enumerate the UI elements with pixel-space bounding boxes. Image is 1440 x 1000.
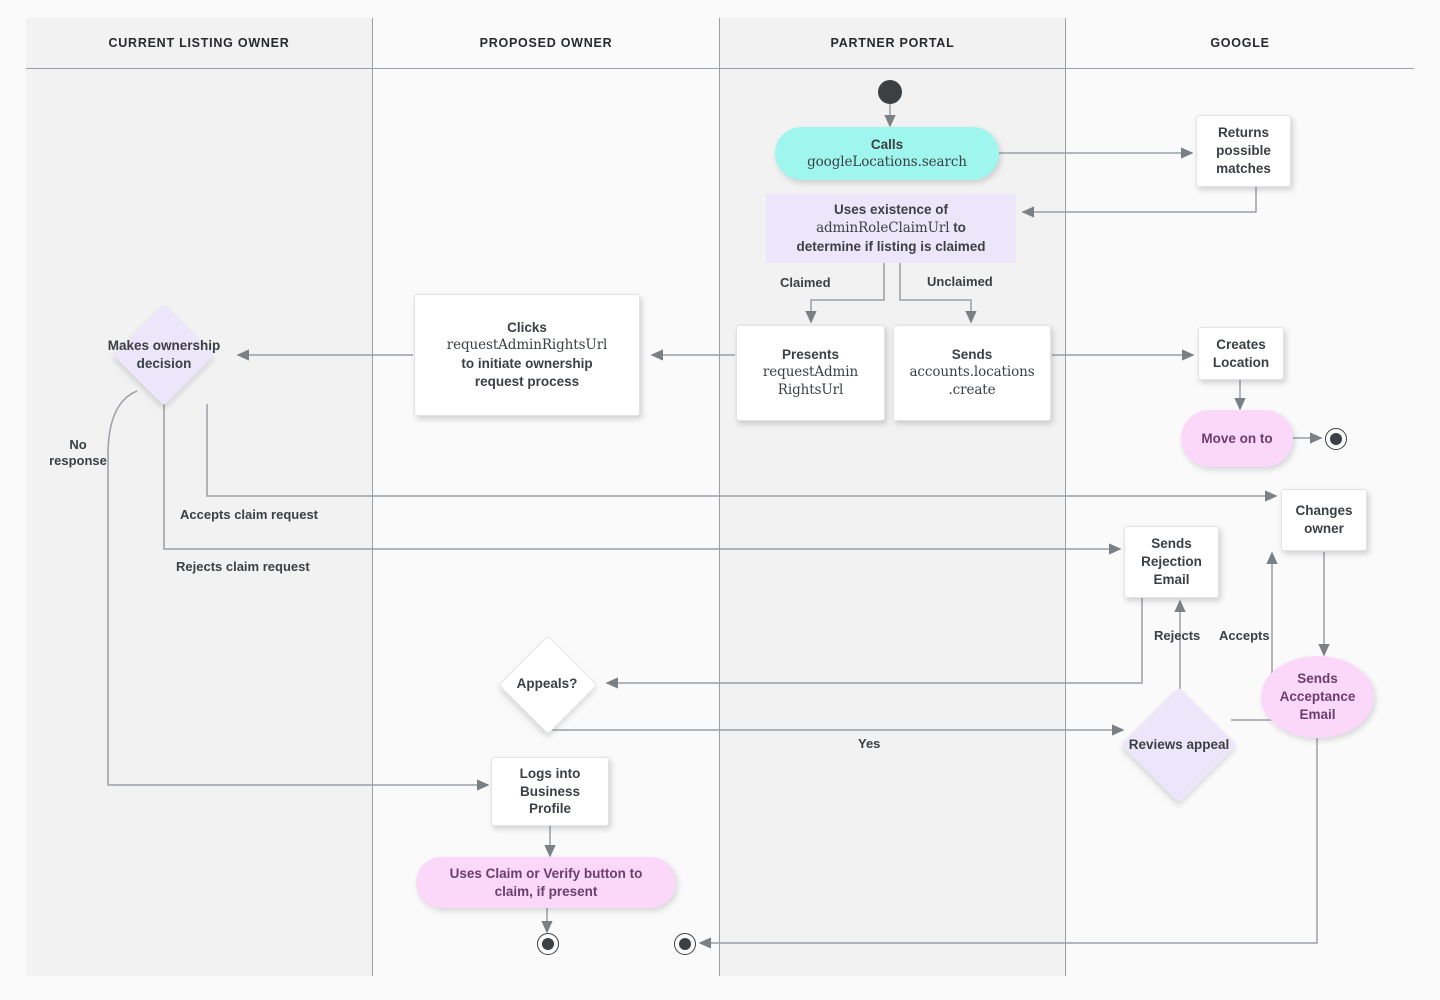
node-line-3-mono: .create xyxy=(948,381,996,398)
edge-label-no-response-line1: No xyxy=(69,437,87,452)
node-sends-accounts-locations-create[interactable]: Sends accounts.locations .create xyxy=(893,325,1051,421)
node-uses-claim-or-verify-button[interactable]: Uses Claim or Verify button to claim, if… xyxy=(416,857,676,908)
edge-uses-to-presents xyxy=(805,262,885,324)
node-makes-ownership-decision[interactable]: Makes ownership decision xyxy=(108,304,220,406)
lane-header-label: PROPOSED OWNER xyxy=(479,36,613,50)
node-line-1: Calls xyxy=(870,136,904,152)
node-line-2-mono: googleLocations.search xyxy=(807,153,967,170)
node-line-4: request process xyxy=(474,373,580,389)
edge-uses-to-sends-create xyxy=(899,262,977,324)
end-node-partner xyxy=(674,933,696,955)
end-node-proposed xyxy=(537,933,559,955)
edge-rejectionemail-to-appeals xyxy=(605,597,1143,689)
edge-label-no-response: No response xyxy=(40,437,116,470)
node-clicks-requestadminrightsurl[interactable]: Clicks requestAdminRightsUrl to initiate… xyxy=(414,294,640,416)
node-label: Logs into Business Profile xyxy=(519,765,581,817)
node-presents-requestadminrightsurl[interactable]: Presents requestAdmin RightsUrl xyxy=(736,325,885,421)
lane-header-label: CURRENT LISTING OWNER xyxy=(108,36,290,50)
end-node-inner xyxy=(679,938,691,950)
diamond-shape xyxy=(1121,687,1237,803)
edge-decision-accepts-to-changesowner xyxy=(206,404,1278,502)
node-uses-existence-of-adminroleclaimurl[interactable]: Uses existence of adminRoleClaimUrl to d… xyxy=(766,194,1016,263)
edge-label-yes: Yes xyxy=(858,736,881,751)
node-reviews-appeal[interactable]: Reviews appeal xyxy=(1121,687,1237,803)
node-appeals[interactable]: Appeals? xyxy=(498,635,598,735)
edge-decision-rejects-to-rejectionemail xyxy=(163,404,1122,555)
lane-body-current-listing-owner xyxy=(26,69,373,976)
node-line-2-mono: requestAdmin xyxy=(762,364,859,381)
edge-appeals-yes-to-reviewsappeal xyxy=(546,716,1125,736)
node-label: Move on to xyxy=(1201,430,1273,446)
node-line-1: Clicks xyxy=(507,320,547,336)
end-node-inner xyxy=(1330,433,1342,445)
edge-acceptanceemail-to-end-partner xyxy=(698,738,1318,949)
edge-label-no-response-line2: response xyxy=(49,453,107,469)
edge-label-rejects-claim-request: Rejects claim request xyxy=(176,559,310,574)
node-label: Sends Acceptance Email xyxy=(1279,671,1356,722)
node-line-3: to initiate ownership xyxy=(461,356,593,371)
node-line-2-mono: adminRoleClaimUrl xyxy=(816,220,950,237)
lane-header-google: GOOGLE xyxy=(1066,18,1414,69)
node-returns-possible-matches[interactable]: Returns possible matches xyxy=(1196,115,1291,187)
start-node xyxy=(878,80,902,104)
node-line-2-mono: accounts.locations xyxy=(909,364,1035,381)
node-changes-owner[interactable]: Changes owner xyxy=(1281,489,1367,551)
node-label: Creates Location xyxy=(1212,336,1270,370)
node-label: Uses Claim or Verify button to claim, if… xyxy=(449,865,643,899)
lane-header-label: GOOGLE xyxy=(1210,36,1270,50)
node-line-3-mono: RightsUrl xyxy=(777,381,844,398)
node-line-3: determine if listing is claimed xyxy=(796,238,986,254)
node-move-on-to[interactable]: Move on to xyxy=(1181,410,1293,467)
edge-label-claimed: Claimed xyxy=(780,275,831,290)
diamond-shape xyxy=(113,304,215,406)
node-label: Changes owner xyxy=(1295,503,1353,536)
node-line-1: Sends xyxy=(951,347,993,363)
node-line-1: Presents xyxy=(781,347,840,363)
node-label: Returns possible matches xyxy=(1216,125,1271,176)
node-line-2-mono: requestAdminRightsUrl xyxy=(446,337,608,354)
node-label: Sends Rejection Email xyxy=(1141,536,1202,587)
lane-header-current-listing-owner: CURRENT LISTING OWNER xyxy=(26,18,373,69)
node-calls-googlelocations-search[interactable]: Calls googleLocations.search xyxy=(775,127,999,180)
node-sends-rejection-email[interactable]: Sends Rejection Email xyxy=(1124,526,1219,598)
node-logs-into-business-profile[interactable]: Logs into Business Profile xyxy=(491,757,609,826)
lane-header-proposed-owner: PROPOSED OWNER xyxy=(373,18,720,69)
edge-label-accepts: Accepts xyxy=(1219,628,1270,643)
end-node-inner xyxy=(542,938,554,950)
edge-label-accepts-claim-request: Accepts claim request xyxy=(180,507,319,522)
edge-label-rejects: Rejects xyxy=(1154,628,1201,643)
node-creates-location[interactable]: Creates Location xyxy=(1198,327,1284,380)
lane-header-partner-portal: PARTNER PORTAL xyxy=(720,18,1066,69)
node-line-2: adminRoleClaimUrl to xyxy=(816,219,966,238)
edge-returns-to-uses xyxy=(1021,186,1257,218)
edge-decision-noresponse-to-logsin xyxy=(107,390,490,791)
edge-label-unclaimed: Unclaimed xyxy=(927,274,993,289)
lane-header-label: PARTNER PORTAL xyxy=(830,36,955,50)
node-sends-acceptance-email[interactable]: Sends Acceptance Email xyxy=(1261,656,1374,738)
node-line-2-tail: to xyxy=(949,220,966,236)
end-node-google xyxy=(1325,428,1347,450)
node-line-1: Uses existence of xyxy=(833,202,949,218)
